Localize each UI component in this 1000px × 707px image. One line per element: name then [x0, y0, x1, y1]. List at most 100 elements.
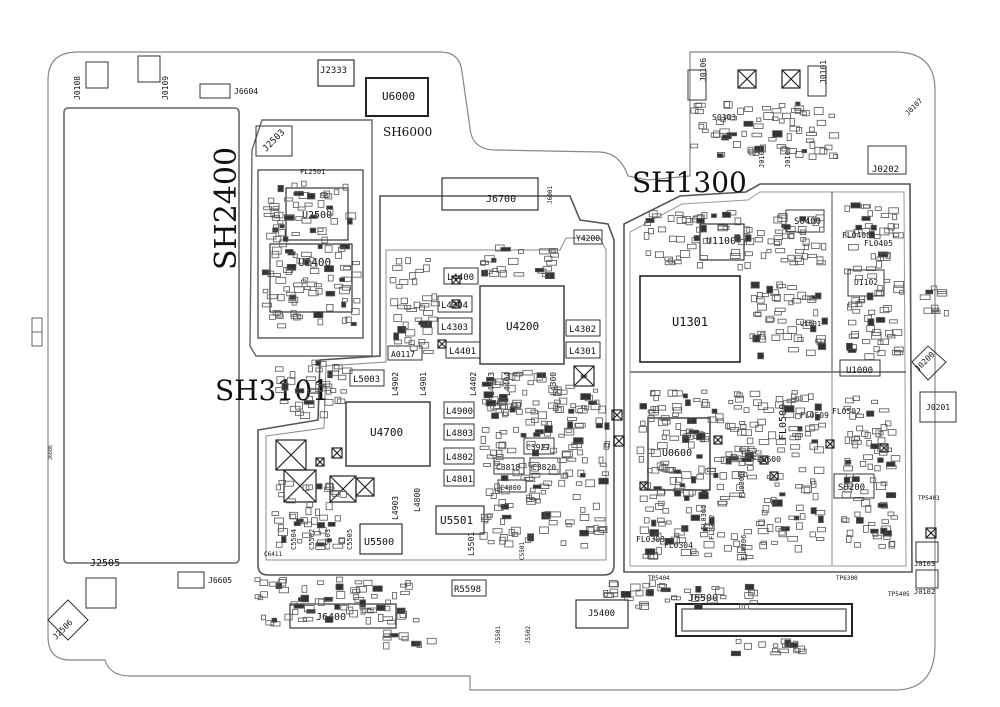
cap-c5505: C5505 [346, 529, 354, 550]
svg-text:FL0509: FL0509 [800, 411, 829, 420]
svg-text:FL0500: FL0500 [778, 404, 789, 440]
chip-u5501: U5501 [435, 505, 485, 535]
svg-text:L4803: L4803 [446, 429, 473, 439]
svg-text:FL0303: FL0303 [636, 535, 665, 544]
connector-j0103: J0103 [914, 541, 939, 568]
passive-components [254, 100, 949, 657]
cap-c5504: C5504 [290, 529, 298, 550]
inductor-l4303: L4303 [437, 317, 473, 335]
svg-text:C4000: C4000 [500, 484, 521, 492]
filter-fl0301: FL0301 [738, 473, 746, 498]
svg-text:A0117: A0117 [391, 350, 415, 359]
inductor-l4802: L4802 [443, 447, 475, 465]
svg-text:J6001: J6001 [547, 186, 554, 204]
svg-text:L4302: L4302 [569, 325, 596, 335]
svg-text:J2503: J2503 [261, 128, 287, 154]
connector-j0106: J0106 [687, 58, 708, 101]
svg-text:TP5403: TP5403 [918, 495, 940, 502]
svg-text:U4200: U4200 [506, 320, 539, 333]
inductor-l4901: L4901 [419, 372, 428, 396]
connector-j6604: J6604 [199, 83, 258, 99]
svg-text:L4800: L4800 [413, 488, 422, 512]
cap-c6411: C6411 [264, 551, 282, 558]
svg-text:U5500: U5500 [364, 537, 394, 548]
svg-text:L4802: L4802 [446, 453, 473, 463]
svg-text:J5502: J5502 [525, 626, 532, 644]
svg-text:U1100: U1100 [706, 236, 736, 247]
svg-text:U4700: U4700 [370, 426, 403, 439]
chip-u1301: U1301 [639, 275, 741, 363]
svg-text:FL0408: FL0408 [842, 231, 871, 240]
filter-fl0408: FL0408 [842, 231, 871, 240]
svg-text:U1301: U1301 [672, 315, 708, 329]
svg-text:C3820: C3820 [532, 463, 556, 472]
inductor-l4803: L4803 [443, 423, 475, 441]
cap-c5502: C5502 [308, 529, 316, 550]
connector-j5502: J5502 [525, 626, 532, 644]
inductor-l4401: L4401 [445, 341, 481, 359]
connector-j6500: J6500 [675, 593, 853, 637]
svg-text:U1001: U1001 [800, 320, 821, 328]
connector-j6700: J6700 [441, 177, 539, 211]
resistor-r5598: R5598 [451, 579, 487, 597]
label-sh6000: SH6000 [383, 125, 432, 139]
svg-text:J6500: J6500 [688, 593, 718, 604]
svg-text:U6000: U6000 [382, 90, 415, 103]
svg-text:L5501: L5501 [467, 532, 476, 556]
svg-text:L4401: L4401 [449, 347, 476, 357]
logo-mark [31, 317, 43, 347]
inductor-l4800: L4800 [413, 488, 422, 512]
chip-u5500: U5500 [359, 523, 403, 555]
svg-text:J6605: J6605 [208, 576, 232, 585]
inductor-l4304: L4304 [437, 295, 473, 313]
svg-text:TP5405: TP5405 [888, 591, 910, 598]
svg-text:R5598: R5598 [454, 585, 481, 595]
svg-text:TP5404: TP5404 [648, 575, 670, 582]
svg-text:L4300: L4300 [549, 372, 558, 396]
inductor-l4404: L4404 [503, 372, 512, 396]
connector-j0102: J0102 [914, 569, 939, 596]
chip-u4200: U4200 [479, 285, 565, 365]
svg-text:C6411: C6411 [264, 551, 282, 558]
filter-fl0500: FL0500 [778, 404, 789, 440]
svg-text:L4301: L4301 [569, 347, 596, 357]
cap-c4000: C4000 [497, 479, 527, 493]
svg-text:J2506: J2506 [51, 618, 75, 642]
svg-text:U0600: U0600 [662, 448, 692, 459]
inductor-l4302: L4302 [565, 319, 601, 337]
filter-fl0304: FL0304 [664, 541, 693, 550]
svg-text:J0202: J0202 [872, 165, 899, 175]
svg-text:U1102: U1102 [854, 278, 878, 287]
inductor-l4301: L4301 [565, 341, 601, 359]
svg-text:FL2501: FL2501 [300, 168, 325, 176]
connector-j6605: J6605 [177, 571, 232, 589]
svg-text:J0104: J0104 [784, 147, 792, 168]
inductor-l4801: L4801 [443, 469, 475, 487]
shield-sh2400 [249, 119, 373, 357]
svg-text:J0109: J0109 [161, 76, 170, 100]
filter-fl0303: FL0303 [636, 535, 665, 544]
svg-text:L4901: L4901 [419, 372, 428, 396]
svg-text:L4303: L4303 [441, 323, 468, 333]
svg-text:U1000: U1000 [846, 366, 873, 376]
shield-sh1300 [623, 183, 913, 573]
connector-j0201: J0201 [919, 391, 957, 423]
inductor-l5501: L5501 [467, 532, 476, 556]
chip-u4700: U4700 [345, 401, 431, 467]
connector-j2506: J2506 [47, 599, 89, 642]
cap-c5501: C5501 [519, 542, 526, 560]
chip-u6000: U6000 [365, 77, 429, 117]
svg-text:C3818: C3818 [496, 463, 520, 472]
connector-j2333: J2333 [317, 59, 355, 87]
connector-j0104: J0104 [784, 147, 792, 168]
filter-fl2501: FL2501 [300, 168, 325, 176]
shield-sh3101 [257, 195, 615, 576]
chip-u1000: U1000 [839, 359, 881, 377]
filter-fl0305: FL0305 [700, 505, 708, 530]
inductor-l4902: L4902 [391, 372, 400, 396]
connector-j2503: J2503 [255, 125, 293, 157]
svg-text:J5400: J5400 [588, 609, 615, 619]
svg-text:C5501: C5501 [519, 542, 526, 560]
connector-j5501: J5501 [495, 626, 502, 644]
label-sh2400: SH2400 [209, 147, 244, 270]
